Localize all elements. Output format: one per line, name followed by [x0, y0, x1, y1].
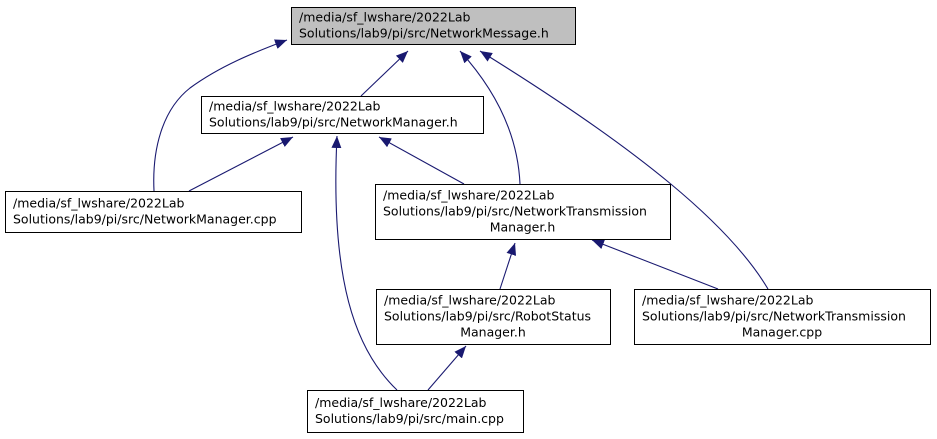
node-label-line: Solutions/lab9/pi/src/NetworkManager.h [209, 115, 458, 130]
edge-network-transmission-manager-cpp-to-network-message-h [479, 50, 769, 290]
node-box [201, 96, 484, 134]
node-box [376, 289, 611, 345]
node-label-line: Manager.h [460, 325, 526, 340]
node-label-line: Solutions/lab9/pi/src/NetworkManager.cpp [13, 212, 277, 227]
node-label-line: Solutions/lab9/pi/src/NetworkTransmissio… [642, 309, 906, 324]
node-label-line: /media/sf_lwshare/2022Lab [383, 188, 555, 203]
node-label-line: Solutions/lab9/pi/src/main.cpp [315, 411, 504, 426]
node-robot-status-manager-h[interactable]: /media/sf_lwshare/2022LabSolutions/lab9/… [376, 289, 611, 345]
node-box [307, 390, 524, 433]
node-network-manager-cpp[interactable]: /media/sf_lwshare/2022LabSolutions/lab9/… [5, 191, 302, 233]
node-network-transmission-manager-h[interactable]: /media/sf_lwshare/2022LabSolutions/lab9/… [375, 184, 671, 240]
edge-network-transmission-manager-cpp-to-network-transmission-manager-h [591, 239, 719, 290]
node-label-line: /media/sf_lwshare/2022Lab [13, 196, 185, 211]
node-network-manager-h[interactable]: /media/sf_lwshare/2022LabSolutions/lab9/… [201, 96, 484, 134]
node-network-message-h[interactable]: /media/sf_lwshare/2022LabSolutions/lab9/… [291, 7, 576, 45]
node-label-line: Solutions/lab9/pi/src/NetworkMessage.h [299, 26, 549, 41]
node-label-line: /media/sf_lwshare/2022Lab [384, 293, 556, 308]
edge-network-manager-cpp-to-network-message-h [153, 39, 288, 192]
node-label-line: /media/sf_lwshare/2022Lab [299, 10, 471, 25]
edge-main-cpp-to-network-manager-h [331, 135, 398, 391]
node-main-cpp[interactable]: /media/sf_lwshare/2022LabSolutions/lab9/… [307, 390, 524, 433]
edge-main-cpp-to-robot-status-manager-h [427, 345, 467, 391]
node-box [375, 184, 671, 240]
edge-robot-status-manager-h-to-network-transmission-manager-h [499, 242, 517, 290]
node-label-line: Manager.cpp [742, 325, 822, 340]
node-box [291, 7, 576, 45]
edges-layer [153, 39, 769, 391]
node-label-line: /media/sf_lwshare/2022Lab [209, 99, 381, 114]
edge-network-transmission-manager-h-to-network-message-h [459, 50, 521, 185]
node-label-line: Manager.h [490, 220, 556, 235]
node-box [634, 289, 931, 345]
node-box [5, 191, 302, 233]
node-label-line: /media/sf_lwshare/2022Lab [315, 395, 487, 410]
node-network-transmission-manager-cpp[interactable]: /media/sf_lwshare/2022LabSolutions/lab9/… [634, 289, 931, 345]
node-label-line: Solutions/lab9/pi/src/RobotStatus [384, 309, 591, 324]
edge-network-manager-cpp-to-network-manager-h [188, 136, 294, 192]
node-label-line: /media/sf_lwshare/2022Lab [642, 293, 814, 308]
nodes-layer: /media/sf_lwshare/2022LabSolutions/lab9/… [5, 7, 931, 433]
node-label-line: Solutions/lab9/pi/src/NetworkTransmissio… [383, 204, 647, 219]
edge-network-manager-h-to-network-message-h [360, 50, 409, 97]
edge-network-transmission-manager-h-to-network-manager-h [378, 136, 465, 185]
